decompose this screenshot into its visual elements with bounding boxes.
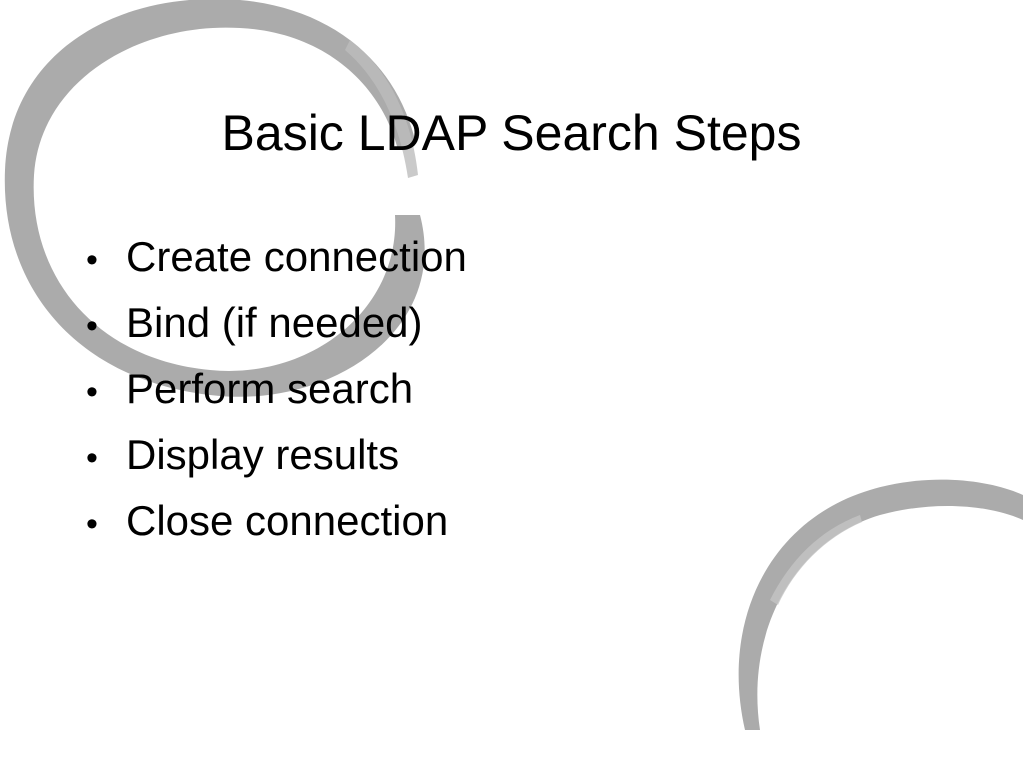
bullet-dot: • [86,439,98,477]
swirl-arc-bottom-right [738,479,1023,730]
slide-title: Basic LDAP Search Steps [221,105,802,161]
bullet-text: Perform search [126,365,414,412]
swirl-arc-bottom-right-inner [770,515,862,605]
bullet-item: • Display results [86,422,467,488]
bullet-dot: • [86,307,98,345]
bullet-dot: • [86,373,98,411]
bullet-item: • Create connection [86,224,467,290]
bullet-list: • Create connection • Bind (if needed) •… [86,224,467,554]
bullet-text: Create connection [126,233,467,280]
bullet-text: Bind (if needed) [126,299,423,346]
bullet-item: • Bind (if needed) [86,290,467,356]
bullet-dot: • [86,505,98,543]
bullet-dot: • [86,241,98,279]
bullet-item: • Close connection [86,488,467,554]
bullet-item: • Perform search [86,356,467,422]
swirl-ring-top-left-inner [345,40,418,178]
bullet-text: Display results [126,431,400,478]
bullet-text: Close connection [126,497,449,544]
